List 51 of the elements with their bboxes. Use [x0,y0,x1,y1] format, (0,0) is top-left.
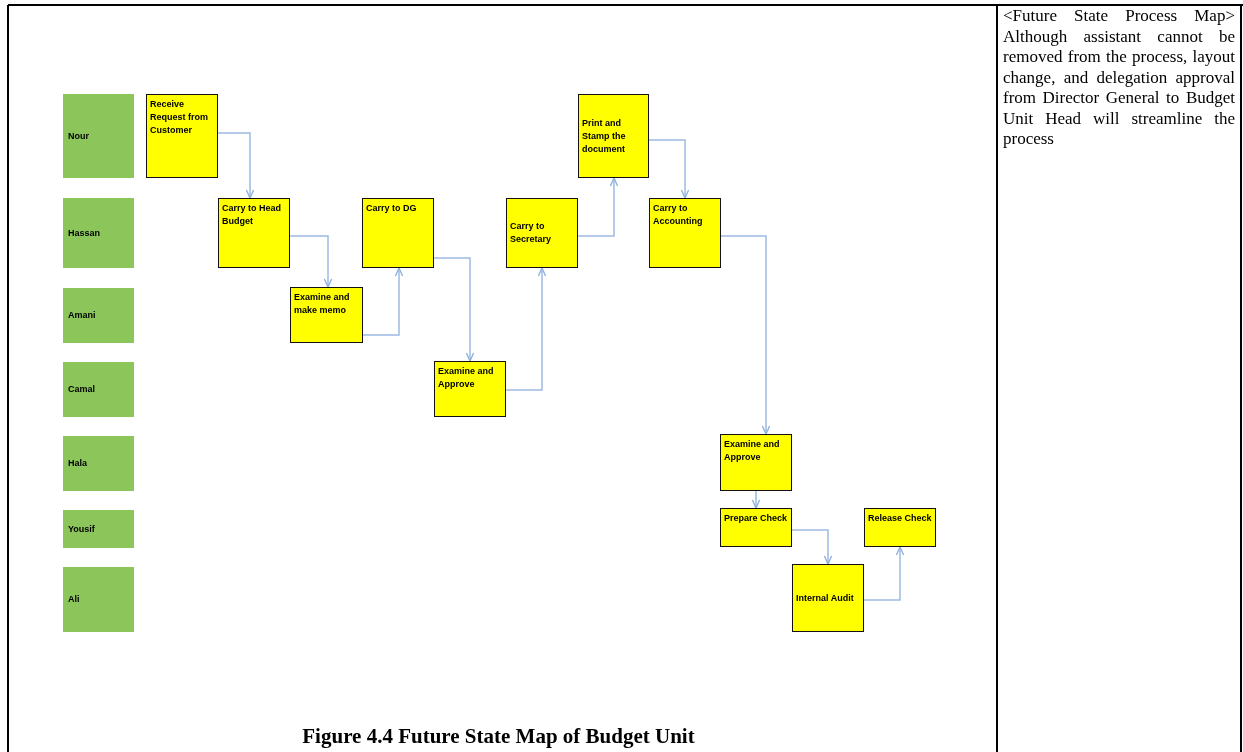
process-box [720,508,792,547]
process-box [792,564,864,632]
lane-name: Hassan [68,226,101,240]
lane-name: Yousif [68,522,95,536]
swimlane-label-box [63,510,134,548]
lane-name: Nour [68,129,89,143]
step-text: Print and Stamp the document [582,116,627,156]
process-box [434,361,506,417]
swimlane-label-box [63,362,134,417]
process-box [218,198,290,268]
note-text: <Future State Process Map> Although assistant cannot be removed from the process, layout change, and delegation approval from Director General to Budget Unit Head will streamline the process [1003,6,1235,150]
swimlane-label-box [63,94,134,178]
swimlane-label-box [63,436,134,491]
process-box [362,198,434,268]
step-text: Carry to DG [366,202,417,215]
step-text: Carry to Secretary [510,220,553,246]
arrow [791,529,833,565]
swimlane-label-box [63,198,134,268]
arrow [720,235,771,435]
arrow [863,546,905,601]
arrow [648,139,690,199]
step-text: Examine and make memo [294,291,351,317]
arrow [505,267,547,391]
arrow [751,490,761,509]
step-text: Release Check [868,512,932,525]
arrow [577,177,619,237]
arrow [433,257,475,362]
step-text: Examine and Approve [724,438,781,464]
process-box [864,508,936,547]
process-box [720,434,792,491]
lane-name: Amani [68,309,96,322]
step-text: Carry to Accounting [653,202,704,228]
arrow [289,235,333,288]
process-box [506,198,578,268]
process-box [578,94,649,178]
lane-name: Camal [68,383,95,396]
swimlane-label-box [63,567,134,632]
step-text: Prepare Check [724,512,788,525]
lane-name: Ali [68,593,80,606]
step-text: Receive Request from Customer [150,98,209,137]
lane-name: Hala [68,457,87,470]
swimlane-label-box [63,288,134,343]
figure-caption: Figure 4.4 Future State Map of Budget Unit [301,724,696,749]
step-text: Examine and Approve [438,365,495,391]
step-text: Carry to Head Budget [222,202,283,228]
process-box [649,198,721,268]
step-text: Internal Audit [796,591,854,605]
arrow [362,267,404,336]
process-box [146,94,218,178]
process-box [290,287,363,343]
arrow [217,132,255,199]
